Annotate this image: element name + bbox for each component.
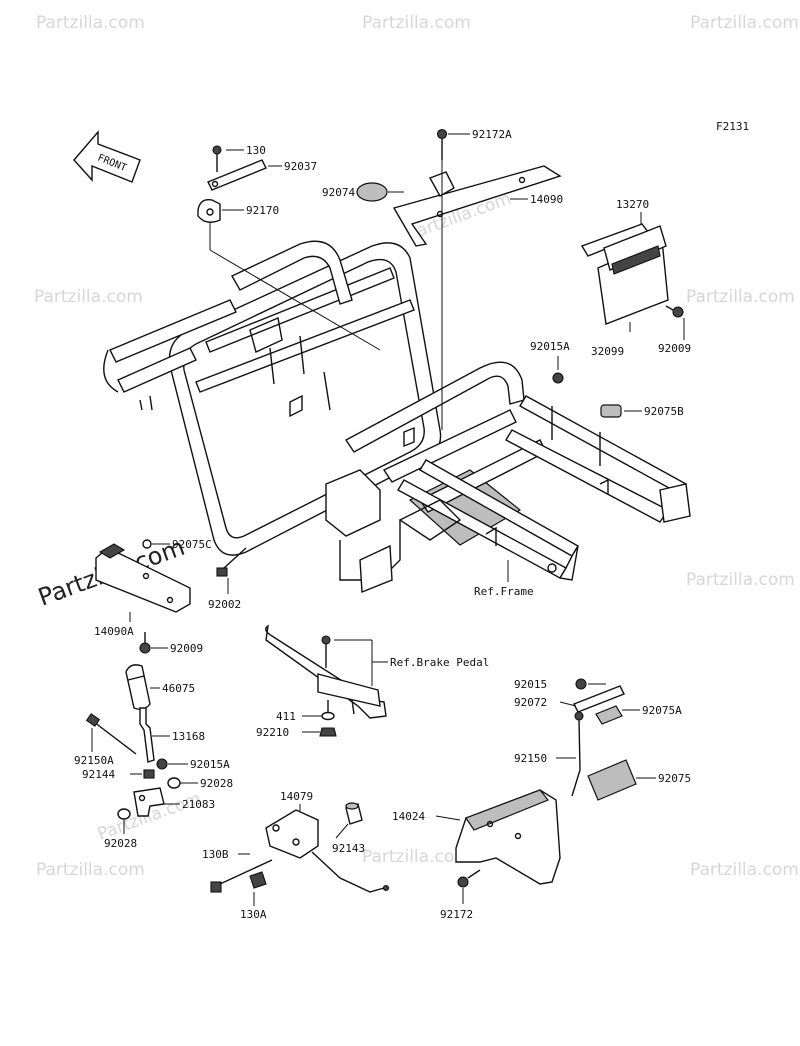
pad-92075C: [142, 539, 152, 549]
label-92172A: 92172A: [472, 128, 512, 141]
watermark: Partzilla.com: [686, 570, 795, 590]
toolbox-32099: [580, 223, 669, 325]
label-92072: 92072: [514, 696, 547, 709]
label-92075B: 92075B: [644, 405, 684, 418]
label-46075: 46075: [162, 682, 195, 695]
label-14024: 14024: [392, 810, 425, 823]
label-14090: 14090: [530, 193, 563, 206]
label-130A: 130A: [240, 908, 267, 921]
bolt-92172: [457, 869, 481, 888]
label-14090A: 14090A: [94, 625, 134, 638]
leader-lines: [91, 133, 685, 906]
label-ref-frame: Ref.Frame: [474, 585, 534, 598]
watermark: Partzilla.com: [690, 860, 799, 880]
label-92172: 92172: [440, 908, 473, 921]
label-92009-top: 92009: [658, 342, 691, 355]
label-92150A: 92150A: [74, 754, 114, 767]
watermark: Partzilla.com: [36, 860, 145, 880]
label-92075: 92075: [658, 772, 691, 785]
pad-92075B: [600, 404, 622, 418]
part-labels: 130 92037 92170 92172A 92074 14090 13270…: [74, 128, 691, 921]
pad-92075: [587, 759, 637, 801]
nut-92210: [319, 727, 337, 737]
pad-92075A: [595, 705, 623, 725]
collar-92028-b: [117, 808, 131, 820]
knob-46075: [125, 664, 151, 711]
front-bracket: [325, 469, 381, 537]
nut-130A: [249, 871, 267, 889]
label-92170: 92170: [246, 204, 279, 217]
label-92028-a: 92028: [200, 777, 233, 790]
bolt-130B: [210, 859, 273, 893]
bracket-21083: [133, 787, 165, 817]
label-92143: 92143: [332, 842, 365, 855]
strap-92072: [573, 685, 625, 713]
watermark: Partzilla.com: [36, 13, 145, 33]
watermark: Partzilla.com: [690, 13, 799, 33]
label-21083: 21083: [182, 798, 215, 811]
plate-14090A: [95, 543, 191, 613]
bolt-130: [212, 145, 222, 172]
front-roll-loop: [168, 242, 442, 556]
watermark: Partzilla.com: [362, 13, 471, 33]
nut-92015: [575, 678, 587, 690]
vehicle-frame: [103, 240, 691, 594]
diagram-code: F2131: [716, 120, 749, 133]
label-92015A-top: 92015A: [530, 340, 570, 353]
bolt-92002: [216, 547, 247, 577]
rod-92150A: [85, 713, 137, 755]
bracket-14079: [265, 809, 390, 893]
watermark: Partzilla.com: [362, 847, 471, 867]
screw-92009-top: [665, 305, 684, 318]
nut-92015A-top: [552, 372, 564, 384]
front-arrow-icon: FRONT: [73, 130, 141, 183]
washer-411: [321, 700, 335, 721]
rod-92150: [571, 711, 584, 797]
label-92075C: 92075C: [172, 538, 212, 551]
brake-pedal: [265, 624, 387, 719]
label-130B: 130B: [202, 848, 229, 861]
nut-92015A-left: [156, 758, 168, 770]
label-92028-b: 92028: [104, 837, 137, 850]
label-13270: 13270: [616, 198, 649, 211]
label-13168: 13168: [172, 730, 205, 743]
clamp-92170: [197, 199, 221, 223]
label-92210: 92210: [256, 726, 289, 739]
label-92009-left: 92009: [170, 642, 203, 655]
collar-92028-a: [167, 777, 181, 789]
label-92015A-left: 92015A: [190, 758, 230, 771]
watermark: Partzilla.com: [686, 287, 795, 307]
label-92144: 92144: [82, 768, 115, 781]
label-92015: 92015: [514, 678, 547, 691]
label-92074: 92074: [322, 186, 355, 199]
label-92002: 92002: [208, 598, 241, 611]
lever-13168: [139, 707, 155, 763]
label-ref-brake-pedal: Ref.Brake Pedal: [390, 656, 489, 669]
guard-14024: [455, 789, 561, 885]
cap-92074: [356, 182, 388, 202]
clip-92144: [143, 769, 155, 779]
label-32099: 32099: [591, 345, 624, 358]
bolt-92172A: [436, 128, 448, 160]
label-14079: 14079: [280, 790, 313, 803]
label-92075A: 92075A: [642, 704, 682, 717]
label-92150: 92150: [514, 752, 547, 765]
watermark: Partzilla.com: [34, 287, 143, 307]
screw-92009-left: [139, 632, 151, 654]
strap-92037: [207, 159, 267, 191]
bushing-92143: [345, 802, 363, 825]
label-411: 411: [276, 710, 296, 723]
label-92037: 92037: [284, 160, 317, 173]
label-130: 130: [246, 144, 266, 157]
